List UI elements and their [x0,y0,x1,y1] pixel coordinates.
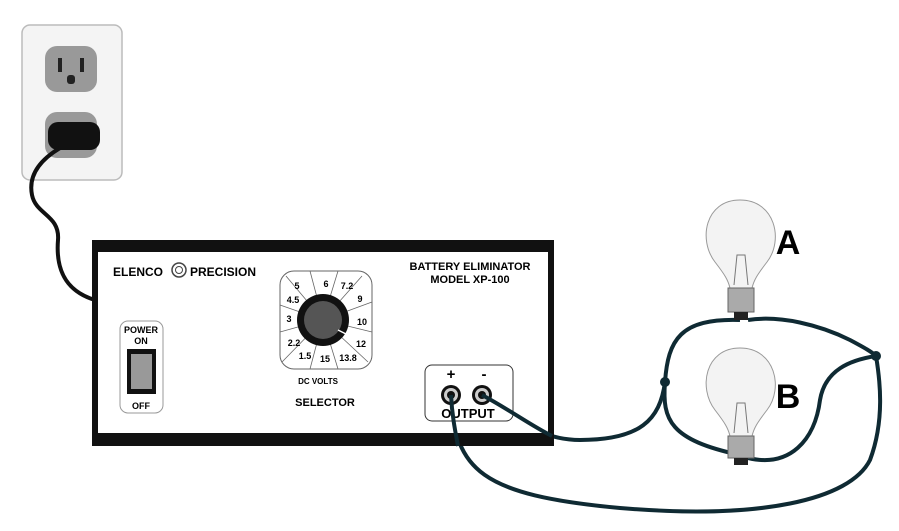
bulb-a [705,199,776,320]
power-cord [29,146,96,302]
volt-label: 4.5 [287,295,300,305]
voltage-selector: 5 6 7.2 9 10 12 13.8 15 1.5 2.2 3 4.5 [279,270,373,370]
volt-label: 13.8 [339,353,357,363]
wires [449,316,883,514]
volt-label: 2.2 [288,338,301,348]
bulb-a-label: A [776,224,801,262]
volt-label: 6 [323,279,328,289]
selector-knob[interactable] [304,301,342,339]
power-label: POWER [124,325,159,335]
volt-label: 9 [357,294,362,304]
outlet-socket-top [45,46,97,92]
output-label: OUTPUT [441,406,495,421]
output-panel [424,364,514,422]
minus-label: - [482,366,487,383]
bulb-b-label: B [776,378,801,416]
brand-left: ELENCO [113,265,163,279]
elenco-logo-icon [171,262,187,278]
device-title: BATTERY ELIMINATOR [410,261,531,273]
junction-node-right [871,351,881,361]
dc-volts-label: DC VOLTS [298,377,339,386]
brand-right: PRECISION [190,265,256,279]
volt-label: 1.5 [299,351,312,361]
volt-label: 7.2 [341,281,354,291]
volt-label: 5 [294,281,299,291]
device-model: MODEL XP-100 [430,274,509,286]
on-label: ON [134,336,148,346]
volt-label: 10 [357,317,367,327]
volt-label: 12 [356,339,366,349]
off-label: OFF [132,401,150,411]
bulb-b [705,347,776,465]
plus-label: + [447,366,456,383]
junction-node-left [660,377,670,387]
plug [48,122,100,150]
selector-title: SELECTOR [295,397,355,409]
volt-label: 3 [286,314,291,324]
wall-outlet [21,24,123,181]
volt-label: 15 [320,354,330,364]
